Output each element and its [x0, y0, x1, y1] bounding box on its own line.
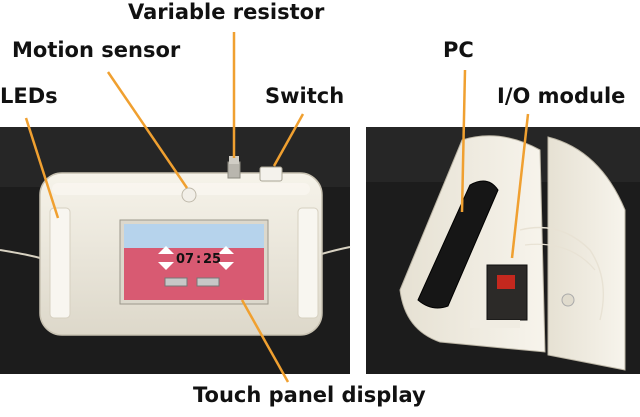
io-module-led	[497, 275, 515, 289]
screen-minute: 25	[203, 252, 221, 267]
variable-resistor-shaft	[229, 156, 239, 164]
switch	[259, 166, 283, 182]
leader-io-module	[510, 113, 530, 259]
device-highlight	[52, 183, 310, 195]
wire-b	[524, 243, 596, 271]
leader-leds	[24, 117, 60, 219]
screen-button-2	[196, 277, 220, 287]
variable-resistor	[227, 161, 241, 179]
screen-top-band	[124, 224, 264, 248]
io-module-label: I/O module	[497, 84, 626, 108]
sensor-bulb	[561, 293, 575, 307]
leader-touch-panel	[240, 299, 290, 383]
shell-right-half	[547, 136, 626, 371]
leds-label: LEDs	[0, 84, 58, 108]
pc-unit	[417, 180, 499, 309]
motion-sensor	[181, 187, 197, 203]
screen-separator: :	[196, 252, 201, 267]
switch-label: Switch	[265, 84, 345, 108]
minute-down-arrow	[218, 262, 234, 270]
screen-hour: 07	[176, 252, 194, 267]
minute-up-arrow	[218, 246, 234, 254]
led-strip-left	[49, 207, 71, 319]
variable-resistor-label: Variable resistor	[128, 0, 325, 24]
pc-label: PC	[443, 38, 474, 62]
led-strip-right	[297, 207, 319, 319]
motion-sensor-label: Motion sensor	[12, 38, 181, 62]
cable-left	[0, 249, 41, 259]
hour-down-arrow	[158, 262, 174, 270]
leader-pc	[460, 69, 467, 213]
screen-button-1	[164, 277, 188, 287]
io-module-board	[486, 264, 528, 321]
leader-switch	[272, 113, 305, 167]
io-connector-strip	[470, 320, 520, 328]
hour-up-arrow	[158, 246, 174, 254]
touch-panel-label: Touch panel display	[193, 383, 426, 407]
wire-a	[519, 226, 605, 321]
leader-motion-sensor	[106, 71, 189, 189]
